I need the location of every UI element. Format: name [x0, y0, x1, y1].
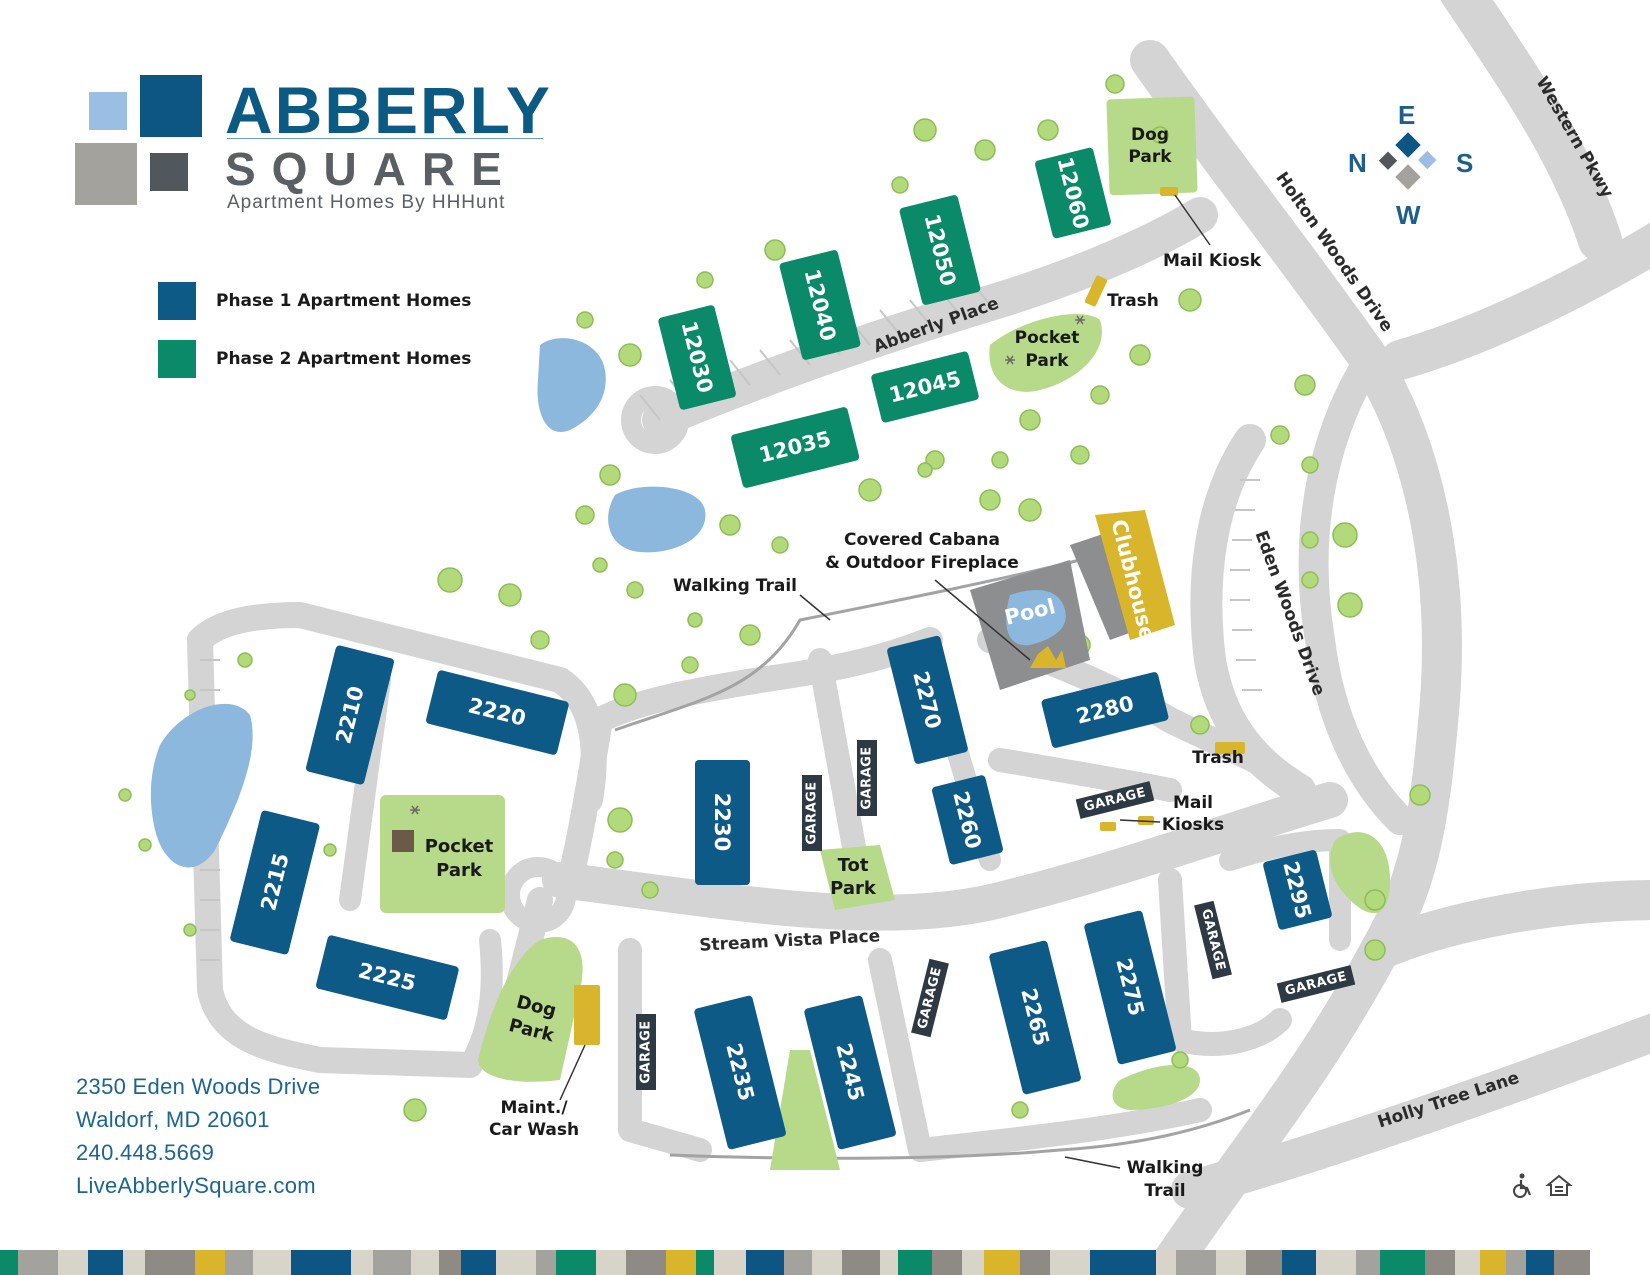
- compass-east: E: [1398, 100, 1416, 130]
- ponds: [150, 338, 706, 868]
- tot-park-label: Park: [830, 878, 877, 899]
- road-label-stream-vista: Stream Vista Place: [699, 926, 881, 955]
- brand-name: ABBERLY: [225, 73, 552, 147]
- garage-label: GARAGE: [860, 746, 875, 809]
- website-link[interactable]: LiveAbberlySquare.com: [76, 1173, 316, 1198]
- compliance-icons: [1510, 1173, 1574, 1199]
- amenity-labels: Dog Park Mail Kiosk Trash Pocket Park Co…: [425, 125, 1262, 1201]
- mail-kiosk-label: Mail Kiosk: [1163, 251, 1262, 271]
- phase2-buildings: [658, 147, 1111, 488]
- legend-swatch: [158, 282, 196, 320]
- logo-square: [150, 153, 188, 191]
- building-label: 2230: [710, 793, 734, 851]
- contact-info: 2350 Eden Woods Drive Waldorf, MD 20601 …: [76, 1070, 320, 1202]
- footer-color-band: [0, 1250, 1650, 1275]
- pocket-park-left-label: Park: [436, 860, 483, 881]
- logo-square: [89, 92, 127, 130]
- trees: [118, 74, 1431, 1122]
- logo-square: [75, 143, 137, 205]
- picnic-table-icon: [410, 315, 1085, 815]
- major-roads: [1130, 0, 1650, 1275]
- legend-swatch: [158, 340, 196, 378]
- brand-logo: ABBERLY SQUARE Apartment Homes By HHHunt: [75, 75, 595, 215]
- phone-number[interactable]: 240.448.5669: [76, 1140, 215, 1165]
- maint-label: Car Wash: [489, 1120, 579, 1140]
- compass-west: W: [1396, 200, 1421, 230]
- wheelchair-icon: [1513, 1173, 1532, 1198]
- address-line-2: Waldorf, MD 20601: [76, 1107, 270, 1132]
- parks: [380, 96, 1390, 1170]
- mail-kiosks-label: Kiosks: [1162, 815, 1224, 835]
- garage-label: GARAGE: [1198, 907, 1228, 972]
- legend-label: Phase 1 Apartment Homes: [216, 291, 472, 311]
- dog-park-top-label: Dog: [1131, 125, 1169, 145]
- phase1-buildings: [230, 635, 1332, 1150]
- brand-subname: SQUARE: [225, 143, 518, 195]
- service-markers: [574, 187, 1245, 1045]
- walking-trail-label: Walking Trail: [673, 576, 797, 596]
- compass-rose: E N S W: [1338, 96, 1478, 236]
- address-line-1: 2350 Eden Woods Drive: [76, 1074, 321, 1099]
- pavilion-icon: [392, 830, 414, 852]
- cabana-label: & Outdoor Fireplace: [825, 553, 1019, 573]
- pocket-park-left-label: Pocket: [425, 836, 494, 857]
- garage-label: GARAGE: [639, 1020, 654, 1083]
- pocket-park-top-label: Pocket: [1015, 328, 1080, 348]
- trash-top-label: Trash: [1107, 291, 1159, 311]
- walking-trail-bottom-label: Walking: [1127, 1158, 1204, 1178]
- brand-tagline: Apartment Homes By HHHunt: [227, 192, 506, 213]
- compass-diamonds-icon: [1378, 132, 1437, 190]
- trash-mid-label: Trash: [1192, 748, 1244, 768]
- logo-square: [140, 75, 202, 137]
- garage-label: GARAGE: [915, 965, 945, 1030]
- legend-item-phase2: Phase 2 Apartment Homes: [158, 340, 471, 378]
- garage-label: GARAGE: [805, 781, 820, 844]
- pocket-park-top-label: Park: [1025, 351, 1069, 371]
- dog-park-top-label: Park: [1128, 147, 1172, 167]
- equal-housing-icon: [1545, 1174, 1573, 1196]
- phase1-labels: 2210 2220 2215 2225 2230 2270 2260 2280 …: [256, 669, 1315, 1104]
- compass-south: S: [1456, 148, 1474, 178]
- legend-label: Phase 2 Apartment Homes: [216, 349, 472, 369]
- logo-divider: [227, 138, 543, 139]
- fireplace-icon: [1030, 646, 1066, 668]
- legend: Phase 1 Apartment Homes Phase 2 Apartmen…: [158, 282, 471, 398]
- mail-kiosks-label: Mail: [1173, 793, 1213, 813]
- compass-north: N: [1348, 148, 1367, 178]
- pool[interactable]: [1006, 590, 1066, 646]
- cabana-label: Covered Cabana: [844, 530, 1000, 550]
- legend-item-phase1: Phase 1 Apartment Homes: [158, 282, 471, 320]
- walking-trail-bottom-label: Trail: [1144, 1181, 1185, 1201]
- clubhouse[interactable]: [1095, 510, 1175, 640]
- maint-label: Maint./: [500, 1098, 568, 1118]
- tot-park-label: Tot: [838, 855, 869, 876]
- leader-lines: [559, 194, 1211, 1169]
